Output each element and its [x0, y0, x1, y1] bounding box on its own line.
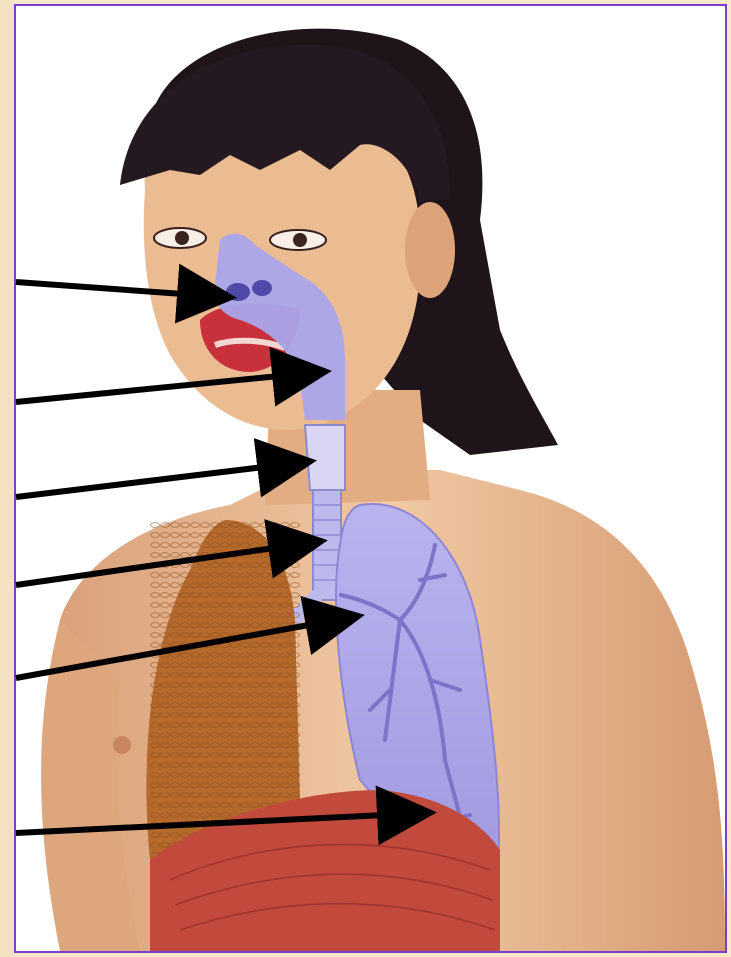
nipple [113, 736, 131, 754]
nasal-cavity [226, 283, 250, 301]
larynx [305, 425, 345, 490]
ear [405, 202, 455, 298]
